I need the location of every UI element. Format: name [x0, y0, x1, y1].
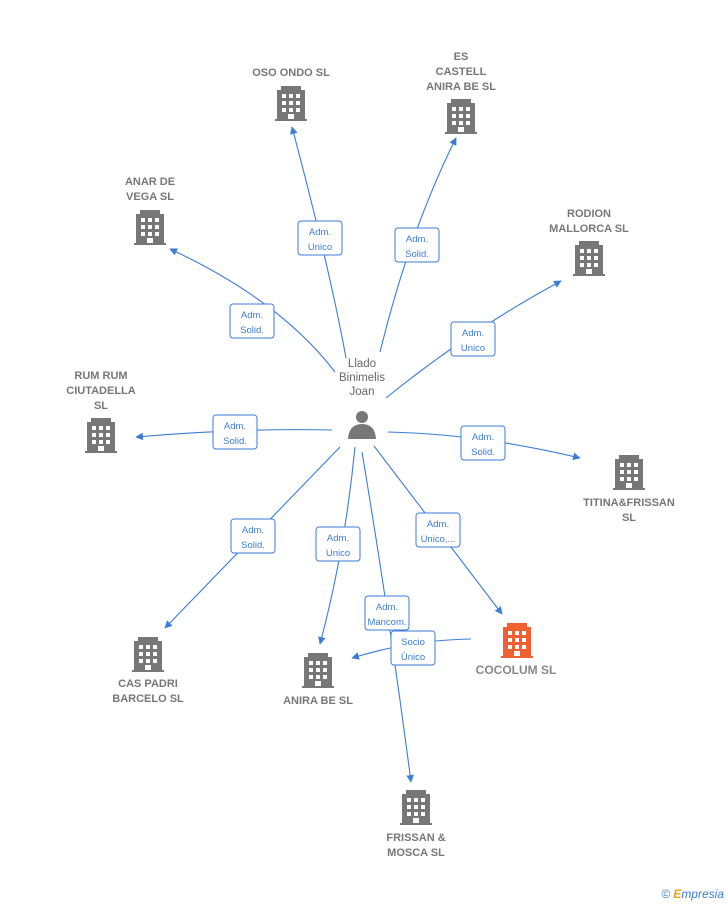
company-name-line: COCOLUM SL: [476, 663, 557, 677]
relation-labels-layer: Adm.UnicoAdm.Solid.Adm.Solid.Adm.UnicoAd…: [212, 220, 506, 666]
company-name-line: RUM RUM: [74, 370, 127, 382]
company-name-line: ES: [454, 51, 469, 63]
relation-label-es-castell[interactable]: Adm. Solid.: [394, 227, 440, 263]
relation-label-text: Adm.: [242, 525, 264, 536]
building-icon: [275, 86, 307, 121]
company-name-line: ANIRA BE SL: [283, 695, 353, 707]
building-icon: [132, 637, 164, 672]
relation-label-box: [297, 220, 343, 256]
copyright-icon: ©: [661, 887, 671, 901]
relation-label-box: [364, 595, 410, 631]
relation-label-box: [212, 414, 258, 450]
company-name-line: FRISSAN &: [386, 832, 445, 844]
company-node-anar-de-vega[interactable]: ANAR DE VEGA SL: [125, 176, 175, 245]
relation-label-oso-ondo[interactable]: Adm. Unico: [297, 220, 343, 256]
relation-label-box: [230, 518, 276, 554]
relation-label-box: [415, 512, 461, 548]
company-node-es-castell[interactable]: ES CASTELL ANIRA BE SL: [426, 51, 496, 134]
company-node-cas-padri[interactable]: CAS PADRI BARCELO SL: [112, 637, 184, 705]
relation-label-text: Solid.: [241, 540, 265, 551]
person-icon: [348, 411, 376, 439]
relation-label-anira-be[interactable]: Adm. Unico: [315, 526, 361, 562]
relation-label-box: [394, 227, 440, 263]
relation-label-text: Solid.: [405, 249, 429, 260]
company-node-cocolum[interactable]: COCOLUM SL: [476, 623, 557, 677]
company-name-line: CASTELL: [436, 66, 487, 78]
relation-label-rum-rum[interactable]: Adm. Solid.: [212, 414, 258, 450]
relation-label-text: Adm.: [462, 328, 484, 339]
relation-label-text: Adm.: [224, 421, 246, 432]
brand-footer[interactable]: ©Empresia: [661, 887, 724, 901]
relation-label-rodion-mallorca[interactable]: Adm. Unico: [450, 321, 496, 357]
relation-label-text: Solid.: [223, 436, 247, 447]
relation-label-cas-padri[interactable]: Adm. Solid.: [230, 518, 276, 554]
relation-label-text: Socio: [401, 637, 425, 648]
company-name-line: MOSCA SL: [387, 847, 445, 859]
relation-label-box: [390, 630, 436, 666]
relation-label-text: Adm.: [427, 519, 449, 530]
person-name-line: Joan: [350, 386, 375, 398]
building-icon: [573, 241, 605, 276]
relation-label-anar-de-vega[interactable]: Adm. Solid.: [229, 303, 275, 339]
building-icon: [501, 623, 533, 658]
relation-label-box: [460, 425, 506, 461]
relation-label-text: Mancom.: [367, 617, 406, 628]
relation-label-text: Solid.: [240, 325, 264, 336]
relation-label-text: Solid.: [471, 447, 495, 458]
company-name-line: VEGA SL: [126, 191, 174, 203]
relation-label-text: Unico,...: [421, 534, 456, 545]
company-node-rodion-mallorca[interactable]: RODION MALLORCA SL: [549, 208, 629, 276]
person-name-line: Binimelis: [339, 372, 385, 384]
company-name-line: SL: [94, 400, 108, 412]
relation-label-text: Adm.: [309, 227, 331, 238]
relation-label-box: [315, 526, 361, 562]
relation-label-cocolum[interactable]: Adm. Unico,...: [415, 512, 461, 548]
company-node-titina-frissan[interactable]: TITINA&FRISSAN SL: [583, 455, 675, 524]
relation-label-box: [229, 303, 275, 339]
company-name-line: CIUTADELLA: [66, 385, 136, 397]
relation-label-text: Unico: [326, 548, 350, 559]
building-icon: [400, 790, 432, 825]
brand-logo-letter: E: [673, 887, 682, 901]
company-name-line: BARCELO SL: [112, 693, 184, 705]
relation-label-titina-frissan[interactable]: Adm. Solid.: [460, 425, 506, 461]
relation-label-text: Adm.: [241, 310, 263, 321]
company-node-rum-rum[interactable]: RUM RUM CIUTADELLA SL: [66, 370, 136, 453]
relation-label-box: [450, 321, 496, 357]
relation-label-text: Adm.: [406, 234, 428, 245]
company-node-anira-be[interactable]: ANIRA BE SL: [283, 653, 353, 707]
building-icon: [302, 653, 334, 688]
relation-label-text: Unico: [461, 343, 485, 354]
company-name-line: MALLORCA SL: [549, 223, 629, 235]
relation-label-text: Adm.: [376, 602, 398, 613]
company-name-line: TITINA&FRISSAN: [583, 497, 675, 509]
relation-label-frissan-mosca[interactable]: Adm. Mancom.: [364, 595, 410, 631]
company-name-line: CAS PADRI: [118, 678, 178, 690]
relation-line-oso-ondo: [290, 126, 347, 359]
company-node-frissan-mosca[interactable]: FRISSAN & MOSCA SL: [386, 790, 446, 859]
company-name-line: SL: [622, 512, 636, 524]
company-name-line: OSO ONDO SL: [252, 67, 330, 79]
company-node-oso-ondo[interactable]: OSO ONDO SL: [252, 67, 330, 121]
brand-name: mpresia: [681, 887, 724, 901]
relation-label-text: Adm.: [327, 533, 349, 544]
relations-layer: [135, 126, 581, 783]
relation-label-text: Unico: [308, 242, 332, 253]
building-icon: [85, 418, 117, 453]
company-name-line: RODION: [567, 208, 611, 220]
person-name-line: Llado: [348, 358, 376, 370]
building-icon: [445, 99, 477, 134]
company-name-line: ANAR DE: [125, 176, 175, 188]
company-name-line: ANIRA BE SL: [426, 81, 496, 93]
building-icon: [134, 210, 166, 245]
relation-label-text: Único: [401, 652, 425, 663]
building-icon: [613, 455, 645, 490]
relation-label-text: Adm.: [472, 432, 494, 443]
